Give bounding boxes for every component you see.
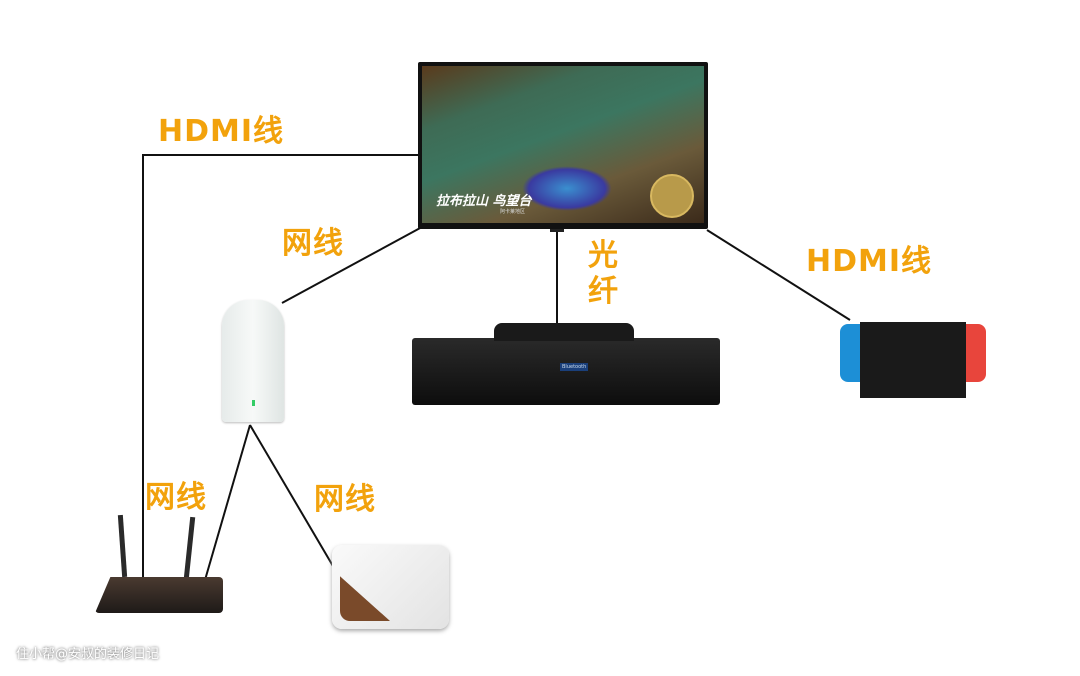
tv: 拉布拉山 鸟望台 阿卡莱地区: [418, 62, 708, 232]
label-net-tv: 网线: [282, 226, 344, 261]
label-hdmi-left: HDMI线: [158, 114, 285, 149]
wire-hdmi-tv-switch: [706, 229, 851, 321]
wifi-access-point: [222, 300, 284, 422]
wire-net-ap-router: [204, 424, 251, 581]
tv-screen: 拉布拉山 鸟望台 阿卡莱地区: [422, 66, 704, 223]
tv-location-title: 拉布拉山 鸟望台: [436, 194, 532, 209]
tv-subtitle: 阿卡莱地区: [500, 209, 526, 215]
soundbar-brand: Bluetooth: [560, 363, 589, 371]
router: [95, 514, 223, 615]
wire-net-ap-nas: [249, 424, 341, 579]
minimap: [650, 174, 694, 218]
tv-stand: [550, 229, 564, 232]
nas-storage: [332, 545, 449, 629]
watermark: 住小帮@安叔的装修日记: [16, 647, 160, 662]
label-net-nas: 网线: [314, 482, 376, 517]
label-fiber: 光 纤: [588, 238, 619, 309]
game-console: [840, 322, 986, 398]
wire-net-tv-ap: [281, 226, 423, 304]
label-net-router: 网线: [145, 480, 207, 515]
soundbar: Bluetooth: [412, 338, 720, 405]
controller-on-soundbar: [494, 323, 634, 341]
label-hdmi-right: HDMI线: [806, 244, 933, 279]
wire-hdmi-tv-router: [142, 154, 420, 580]
